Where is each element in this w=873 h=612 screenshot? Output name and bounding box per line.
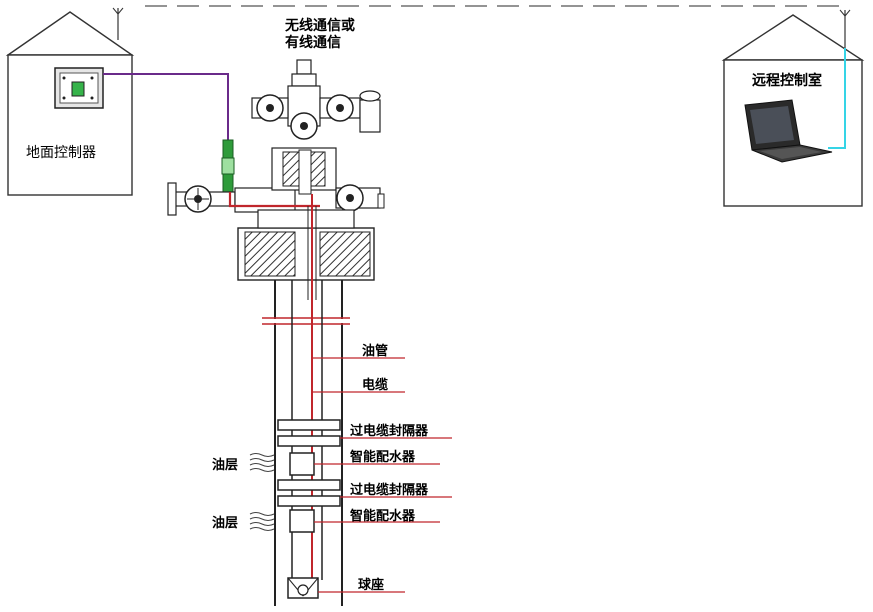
distributor-1 [289,452,315,476]
ground-controller-label: 地面控制器 [26,145,96,161]
comm-label-line1: 无线通信或 [285,18,355,34]
distributor-1-label: 智能配水器 [350,450,416,465]
antenna-icon [112,7,124,40]
laptop-icon [744,99,833,163]
packer-1-label: 过电缆封隔器 [350,424,429,439]
remote-cyan-link [828,48,846,149]
oil-layer-hatch-2 [249,512,275,531]
well-casing [262,280,350,606]
controller-panel-icon [54,67,104,109]
controller-cable [103,73,229,140]
comm-label-line2: 有线通信 [285,35,341,51]
red-signal-line [228,192,320,208]
oil-layer-1-label: 油层 [212,458,239,473]
remote-room-label: 远程控制室 [752,73,822,89]
ball-seat-label: 球座 [358,578,385,593]
leader-lines [312,357,452,593]
remote-room-house [721,9,865,207]
oil-layer-2-label: 油层 [212,516,239,531]
oil-layer-hatch-1 [249,453,275,472]
ball-seat [287,577,319,599]
distributor-2-label: 智能配水器 [350,509,416,524]
valve-wheel-icon [359,90,381,102]
casing-head [237,209,375,281]
green-sensor [221,139,235,195]
packer-2-label: 过电缆封隔器 [350,483,429,498]
distributor-2 [289,509,315,533]
packer-1 [277,419,341,447]
cable-label: 电缆 [362,378,389,393]
ground-controller-house [5,7,135,196]
christmas-tree [251,59,385,212]
tubing-label: 油管 [362,344,389,359]
packer-2 [277,479,341,507]
antenna-icon [839,9,851,48]
